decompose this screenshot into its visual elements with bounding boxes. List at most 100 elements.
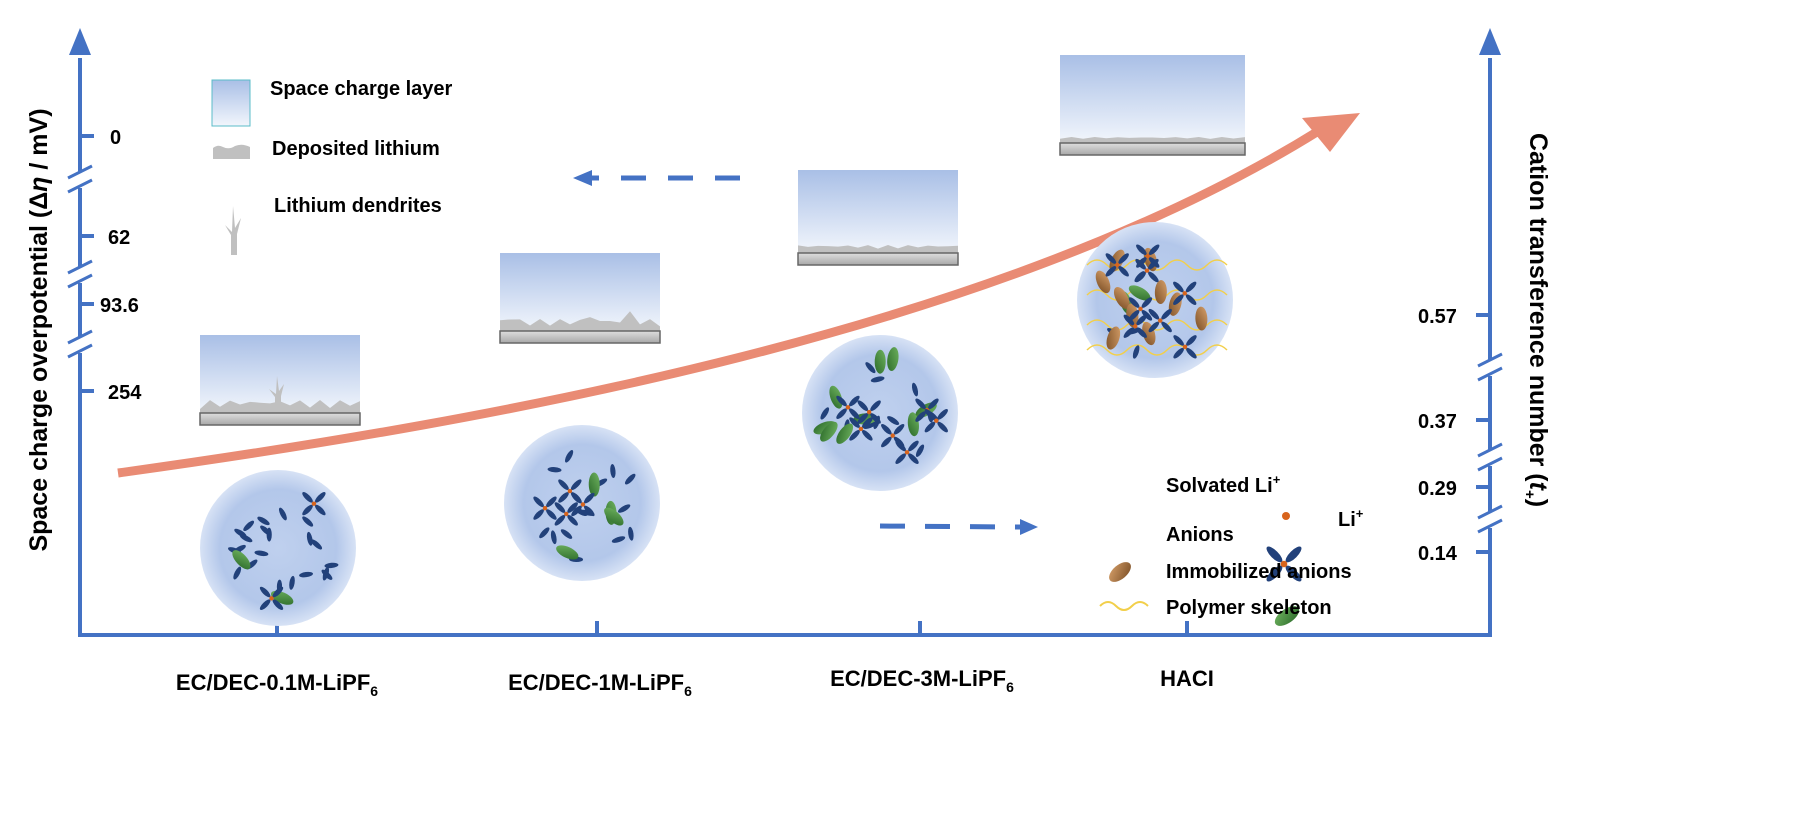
space-charge-layer xyxy=(1060,55,1245,143)
axis-break-mark xyxy=(1477,442,1503,458)
axis-break-mark xyxy=(67,259,93,275)
immobilized-anion xyxy=(1195,306,1208,331)
solvent-molecule xyxy=(239,534,253,543)
solvent-molecule xyxy=(1136,314,1147,326)
solvent-molecule xyxy=(1118,253,1129,264)
solvent-molecule xyxy=(908,440,919,452)
lithium-substrate xyxy=(797,252,959,266)
left-axis-label: Space charge overpotential (Δη / mV) xyxy=(25,108,53,551)
lithium-substrate xyxy=(1059,142,1246,156)
immobilized-anion xyxy=(1109,249,1125,272)
solvent-molecule xyxy=(887,416,900,425)
axis-break-mark xyxy=(67,164,93,180)
solvent-molecule xyxy=(915,411,926,422)
solvent-molecule xyxy=(617,504,631,513)
solvent-molecule xyxy=(865,362,876,374)
solvent-molecule xyxy=(1185,294,1197,305)
solvent-molecule xyxy=(547,467,562,473)
space-charge-layer-swatch xyxy=(211,79,251,127)
solvent-molecule xyxy=(1173,335,1184,346)
anion xyxy=(1128,285,1151,301)
solvent-molecule xyxy=(567,515,578,526)
solvent-molecule xyxy=(1173,347,1184,359)
li-ion xyxy=(890,433,895,438)
solvent-molecule xyxy=(1148,308,1160,320)
solvent-molecule xyxy=(893,423,905,435)
solvent-molecule xyxy=(583,492,595,504)
li-ion xyxy=(269,596,274,601)
li-ion xyxy=(564,511,569,517)
legend-deposited-lithium: Deposited lithium xyxy=(272,138,440,160)
solvent-molecule xyxy=(570,479,582,490)
solvent-molecule xyxy=(1148,258,1159,270)
solvent-molecule xyxy=(302,516,314,527)
li-ion xyxy=(845,405,851,410)
solvated-li-legend-icon xyxy=(1266,546,1302,582)
solvent-molecule xyxy=(1123,327,1135,338)
solvent-molecule xyxy=(1285,565,1302,582)
solvent-molecule xyxy=(1141,310,1153,321)
axis-break-mark xyxy=(1477,518,1503,534)
lithium-substrate xyxy=(499,330,661,344)
solvent-molecule xyxy=(254,550,269,557)
axis-break-mark xyxy=(67,329,93,345)
solvent-molecule xyxy=(937,421,948,433)
li-ion xyxy=(904,450,910,455)
li-ion xyxy=(858,426,864,432)
axis-break-mark xyxy=(1477,456,1503,472)
solvent-molecule xyxy=(259,586,271,598)
anion xyxy=(232,550,251,570)
solvent-molecule xyxy=(1132,345,1140,359)
li-ion xyxy=(1182,344,1188,350)
solvent-molecule xyxy=(849,430,860,441)
solvent-molecule xyxy=(924,409,936,420)
solvent-molecule xyxy=(1136,244,1147,256)
solvent-molecule xyxy=(302,492,313,503)
solvent-molecule xyxy=(928,398,939,410)
solvent-molecule xyxy=(315,492,326,503)
solvent-molecule xyxy=(870,413,881,424)
li-ion xyxy=(542,505,548,511)
solvent-molecule xyxy=(272,599,284,611)
polymer-skeleton-legend-icon xyxy=(1099,601,1149,611)
right-tick-1: 0.37 xyxy=(1418,411,1457,433)
li-ion xyxy=(1158,318,1163,323)
immobilized-anion-legend-icon xyxy=(1109,562,1131,582)
trend-arrowhead xyxy=(1302,113,1360,152)
dashed-arrow-right xyxy=(879,519,1038,535)
anion xyxy=(874,349,886,374)
li-ion xyxy=(1133,324,1138,329)
solvent-molecule xyxy=(870,376,885,383)
deposited-lithium xyxy=(500,311,660,331)
legend-polymer-skeleton: Polymer skeleton xyxy=(1166,597,1332,619)
anion xyxy=(588,472,600,497)
solvent-molecule xyxy=(567,502,578,513)
dashed-arrow-left xyxy=(573,170,740,186)
li-legend-icon xyxy=(1282,512,1290,520)
electrode-surface-3 xyxy=(1059,55,1246,156)
solvent-molecule xyxy=(624,473,636,485)
solvent-molecule xyxy=(924,421,936,433)
solvent-molecule xyxy=(299,571,313,578)
electrolyte-structure-3 xyxy=(1077,222,1233,378)
solvent-molecule xyxy=(1285,546,1302,563)
solvent-molecule xyxy=(570,492,582,503)
anion xyxy=(836,423,854,444)
solvent-molecule xyxy=(311,539,323,550)
solvent-molecule xyxy=(870,400,881,411)
deposited-lithium-swatch xyxy=(213,144,250,159)
axis-break-mark xyxy=(67,343,93,359)
solvent-molecule xyxy=(571,505,582,517)
solvent-molecule xyxy=(558,479,569,490)
solvent-molecule xyxy=(260,525,272,536)
li-ion xyxy=(1182,291,1187,296)
li-ion xyxy=(1115,262,1120,268)
solvent-molecule xyxy=(893,436,905,448)
solvent-molecule xyxy=(558,492,569,503)
electrolyte-structure-0 xyxy=(200,470,356,626)
solvent-molecule xyxy=(1128,297,1140,308)
solvent-molecule xyxy=(628,526,634,541)
solvent-molecule xyxy=(533,509,544,520)
solvent-molecule xyxy=(881,436,892,448)
